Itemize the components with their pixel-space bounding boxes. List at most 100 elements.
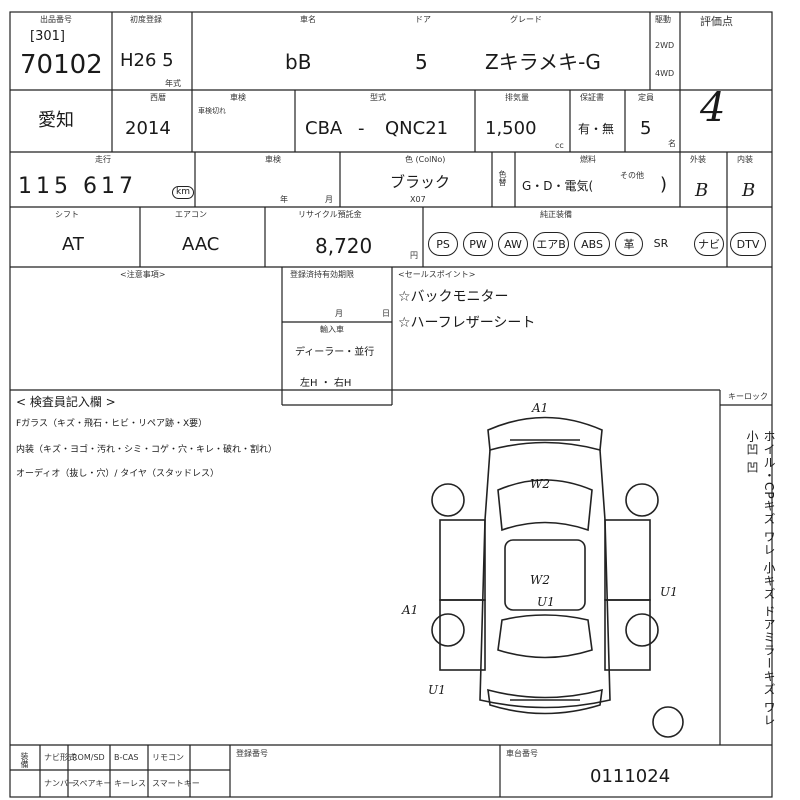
key-label: キーロック (728, 392, 768, 401)
color-label: 色 (ColNo) (405, 155, 446, 164)
notes-label: <注意事項> (120, 270, 166, 279)
drive-label: 駆動 (655, 15, 671, 24)
equip-sr: SR (653, 236, 669, 250)
handle: 左H ・ 右H (300, 378, 352, 389)
lot-number: 70102 (20, 50, 103, 80)
shaken-label: 車検 (230, 93, 246, 102)
score: 4 (700, 85, 726, 131)
first-reg-label: 初度登録 (130, 15, 162, 24)
car-name: bB (285, 50, 312, 74)
interior-label: 内装 (737, 155, 753, 164)
inspection-label: < 検査員記入欄 > (16, 395, 116, 409)
cc-label: 排気量 (505, 93, 529, 102)
import-label: 輸入車 (320, 325, 344, 334)
drive-2wd: 2WD (655, 41, 675, 50)
inspection-line-2: 内装（キズ・ヨゴ・汚れ・シミ・コゲ・穴・キレ・破れ・割れ） (16, 445, 278, 455)
shift: AT (62, 234, 84, 255)
cc: 1,500 (485, 118, 537, 139)
grade: Zキラメキ-G (485, 50, 601, 74)
inspection-line-1: Fガラス（キズ・飛石・ヒビ・リペア跡・X要） (16, 419, 208, 429)
fuel-close: ) (660, 174, 668, 195)
footer-col8: キーレス (114, 779, 146, 788)
equipment-label: 純正装備 (540, 210, 572, 219)
model-label: 型式 (370, 93, 386, 102)
equip-dtv: DTV (730, 232, 766, 256)
footer-col9: スマートキー (152, 779, 200, 788)
equip-leather: 革 (615, 232, 643, 256)
interior: B (742, 180, 756, 201)
score-label: 評価点 (700, 15, 733, 28)
footer-col2: ナビ形式 (44, 753, 76, 762)
shift-label: シフト (55, 210, 79, 219)
recycle-unit: 円 (410, 251, 418, 260)
vin-label: 車台番号 (506, 749, 538, 758)
color-code: X07 (410, 195, 426, 204)
region: 愛知 (38, 110, 74, 131)
grade-label: グレード (510, 15, 542, 24)
footer-col1: 装備 (20, 752, 29, 768)
mark-rear-u1: U1 (428, 683, 446, 697)
month-label: 月 (335, 309, 343, 318)
doors-label: ドア (415, 15, 431, 24)
owner-label: 登録済持有効期限 (290, 270, 354, 279)
footer-col5: リモコン (152, 753, 184, 762)
fuel: G・D・電気( (522, 179, 594, 193)
mark-left-a1: A1 (402, 603, 419, 617)
first-reg-sub: 年式 (165, 79, 181, 88)
year: 2014 (125, 118, 171, 139)
doors: 5 (415, 50, 428, 74)
warranty: 有・無 (578, 122, 615, 136)
model-dash: - (358, 118, 365, 139)
inspection-line-3: オーディオ（抜し・穴）/ タイヤ（スタッドレス） (16, 469, 219, 479)
seats: 5 (640, 118, 652, 139)
lot-prefix: [301] (30, 29, 65, 44)
mark-hood-w2: W2 (530, 477, 550, 491)
sales-point-2: ☆ハーフレザーシート (398, 315, 536, 331)
equip-ps: PS (428, 232, 458, 256)
mileage-unit: km (172, 186, 194, 199)
color-change-label: 色替 (498, 170, 507, 186)
car-diagram (431, 416, 684, 738)
equip-abs: ABS (574, 232, 610, 256)
footer-col4: B-CAS (114, 753, 139, 762)
first-reg-value: H26 5 (120, 50, 174, 71)
year-unit: 年 (280, 195, 288, 204)
drive-4wd: 4WD (655, 69, 675, 78)
footer-col7: スペアキー (72, 779, 112, 788)
recycle: 8,720 (315, 234, 373, 258)
mark-roof-u1: U1 (537, 595, 555, 609)
vin: 0111024 (590, 766, 671, 787)
register-label: 登録番号 (236, 749, 268, 758)
lot-label: 出品番号 (40, 15, 72, 24)
month-unit: 月 (325, 195, 333, 204)
color: ブラック (390, 173, 451, 191)
fuel-label: 燃料 (580, 155, 596, 164)
fuel-other: その他 (620, 171, 644, 180)
mileage: 115 617 (18, 174, 137, 199)
day-label: 日 (382, 309, 390, 318)
model-prefix: CBA (305, 118, 343, 139)
mileage-label: 走行 (95, 155, 111, 164)
cc-unit: cc (555, 141, 564, 150)
footer-col3: ROM/SD (72, 753, 105, 762)
model-code: QNC21 (385, 118, 449, 139)
dealer: ディーラー・並行 (295, 347, 375, 358)
ac: AAC (182, 234, 220, 255)
recycle-label: リサイクル預託金 (298, 210, 362, 219)
warranty-label: 保証書 (580, 93, 604, 102)
mark-right-u1: U1 (660, 585, 678, 599)
equip-aw: AW (498, 232, 528, 256)
footer-col6: ナンバー (44, 779, 76, 788)
equip-airbag: エアB (533, 232, 569, 256)
seats-label: 定員 (638, 93, 654, 102)
sales-point-1: ☆バックモニター (398, 289, 509, 305)
seats-unit: 名 (668, 139, 676, 148)
mark-roof-w2: W2 (530, 573, 550, 587)
legend-vertical: ホイル・CPキズ ワレ 小キズ ドアミラーキズ ワレ 小凹 凹 (745, 430, 776, 727)
mark-front-a1: A1 (532, 401, 549, 415)
year-label: 西暦 (150, 93, 166, 102)
exterior: B (695, 180, 709, 201)
equip-navi: ナビ (694, 232, 724, 256)
